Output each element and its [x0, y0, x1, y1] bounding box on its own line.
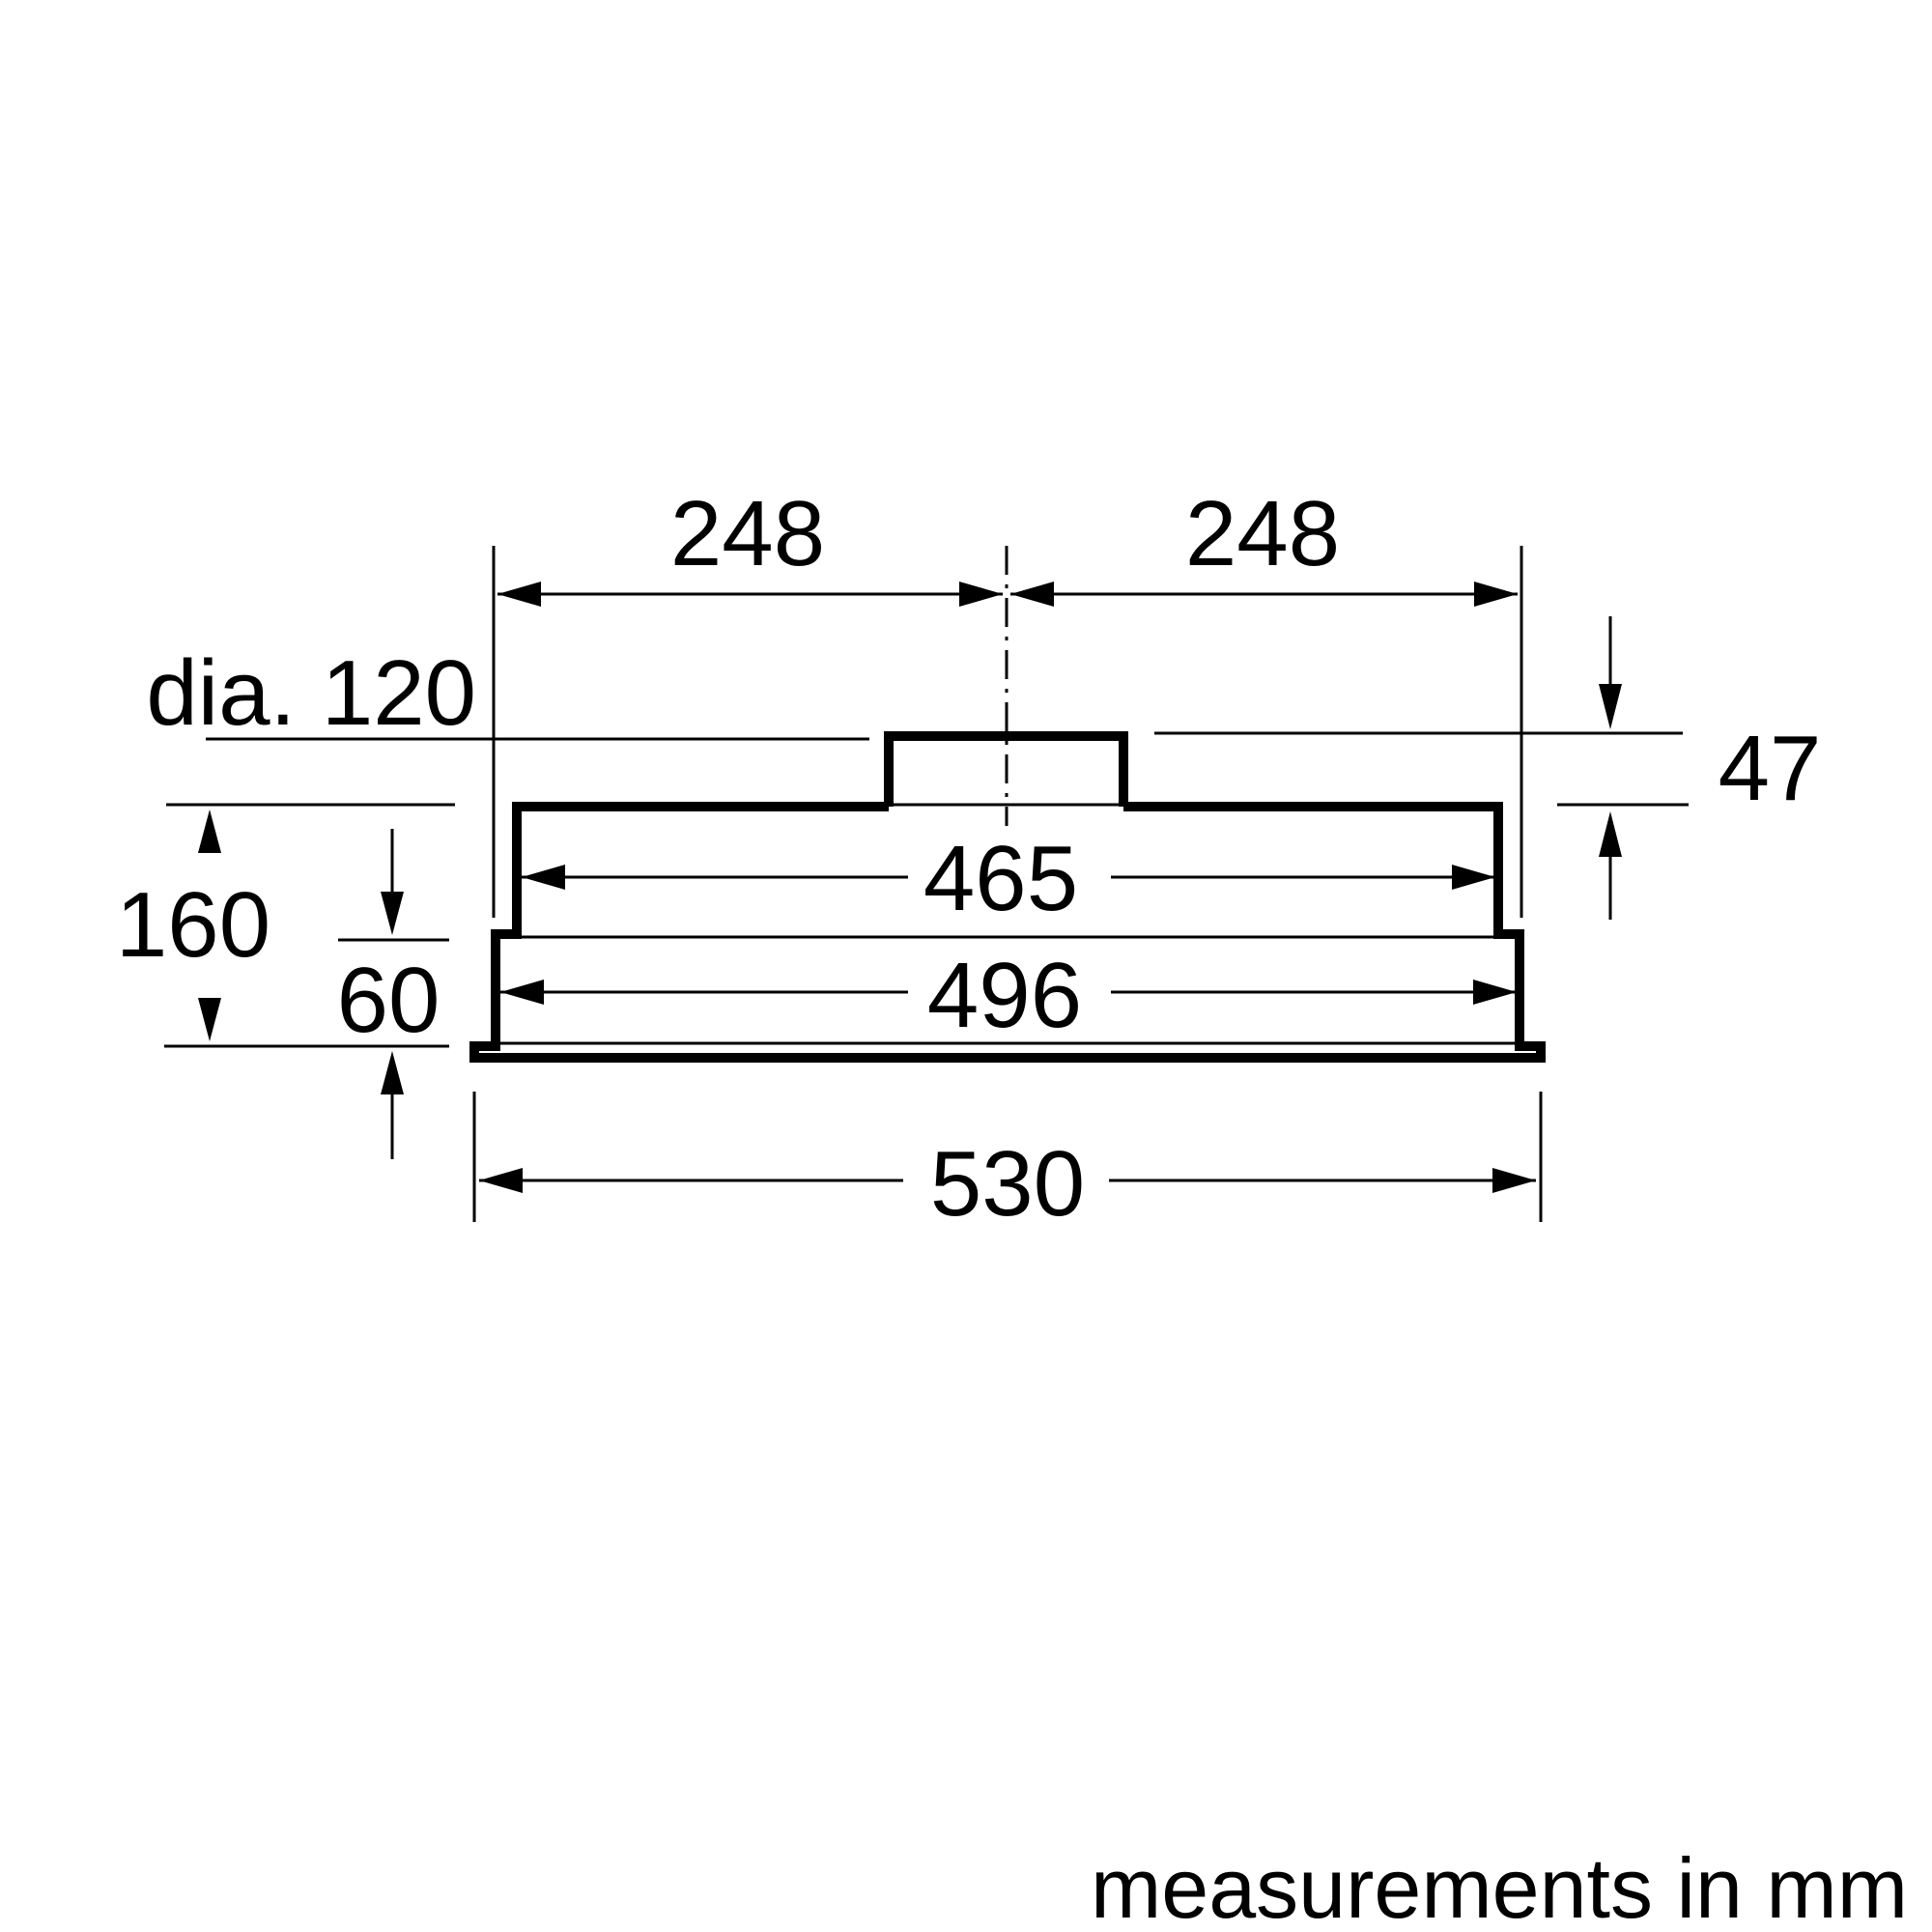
arrow-left-half-end [959, 582, 1003, 607]
dim-label-upper-width: 465 [923, 827, 1078, 930]
total-height-dimension-group: 160 [116, 803, 455, 1048]
overall-width-dimension-group: 530 [472, 1092, 1543, 1236]
arrow-60-bottom [381, 1051, 404, 1094]
arrow-496-right [1473, 980, 1517, 1005]
dim-label-left-half: 248 [670, 482, 825, 585]
upper-body-outline [469, 802, 1546, 1063]
dim-label-right-half: 248 [1185, 482, 1340, 585]
upper-width-dimension-group: 465 [522, 827, 1495, 930]
lower-width-dimension-group: 496 [500, 944, 1517, 1047]
dim-label-collar-height: 47 [1719, 717, 1822, 820]
lower-height-dimension-group: 60 [337, 829, 449, 1159]
collar-height-arrow-top [1599, 684, 1622, 729]
dim-label-lower-height: 60 [337, 949, 440, 1052]
duct-collar-outline [884, 731, 1128, 807]
dim-label-duct-diameter: dia. 120 [146, 641, 476, 745]
arrow-530-left [479, 1168, 523, 1193]
arrow-right-half-start [1010, 582, 1054, 607]
measurement-unit-note: measurements in mm [1091, 1840, 1908, 1932]
arrow-465-left [522, 865, 565, 890]
dim-label-lower-width: 496 [927, 944, 1082, 1047]
arrow-right-half-end [1474, 582, 1518, 607]
arrow-160-bottom [198, 998, 221, 1041]
dim-label-overall-width: 530 [930, 1132, 1085, 1236]
dim-label-total-height: 160 [116, 873, 270, 977]
duct-diameter-group: dia. 120 [146, 641, 869, 745]
collar-height-dimension-group: 47 [1154, 616, 1821, 920]
arrow-60-top [381, 892, 404, 935]
arrow-496-left [500, 980, 544, 1005]
hood-outline [469, 731, 1546, 1063]
top-dimension-group: 248 248 [492, 482, 1523, 918]
arrow-530-right [1492, 1168, 1536, 1193]
arrow-465-right [1452, 865, 1495, 890]
arrow-160-top [198, 810, 221, 853]
collar-height-arrow-bottom [1599, 811, 1622, 857]
arrow-left-half-start [497, 582, 541, 607]
